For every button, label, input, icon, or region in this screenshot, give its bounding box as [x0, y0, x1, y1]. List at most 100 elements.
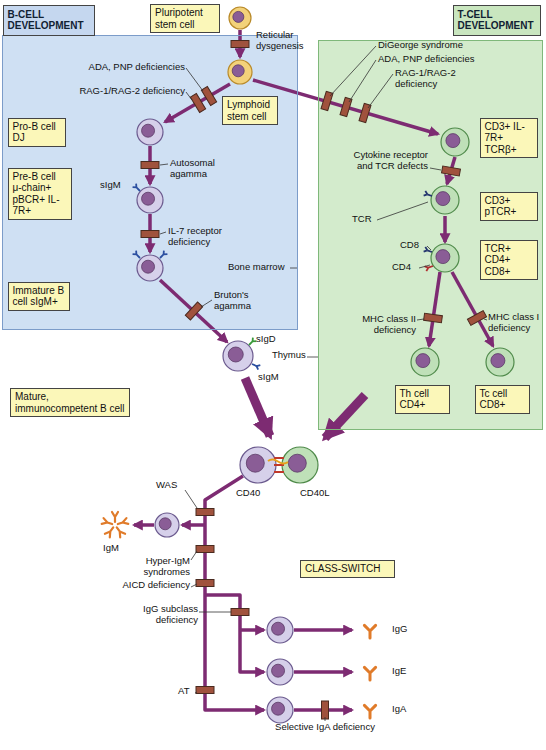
block-bar: [231, 41, 249, 48]
annotation-label: DiGeorge syndrome: [378, 40, 478, 51]
pathway-arrow: [205, 595, 264, 672]
block-bar: [190, 93, 205, 112]
box-text: Mature, immunocompetent B cell: [15, 391, 125, 414]
cell-body: [228, 60, 252, 84]
cell: [155, 513, 179, 537]
annotation-label: Thymus: [272, 350, 306, 361]
cell-nucleus: [272, 664, 285, 677]
annotation-label: Reticular dysgenesis: [256, 30, 318, 52]
stage-label-box: CD3+ IL-7R+ TCRβ+: [480, 118, 538, 159]
cell-nucleus: [491, 354, 505, 368]
development-panel: T-CELL DEVELOPMENTCD3+ IL-7R+ TCRβ+CD3+ …: [318, 40, 543, 430]
annotation-label: IgG subclass deficiency: [136, 604, 198, 626]
annotation-label: AICD deficiency: [100, 580, 190, 591]
block-bar: [196, 580, 214, 587]
block-bar: [196, 687, 214, 694]
convergence-arrow: [245, 378, 270, 436]
annotation-label: sIgM: [100, 180, 128, 191]
annotation-label: IL-7 receptor deficiency: [168, 226, 248, 248]
leader-line: [349, 60, 376, 102]
antibody: [364, 705, 375, 718]
leader-line: [427, 246, 431, 250]
cell-nucleus: [142, 260, 155, 273]
receptor: [133, 251, 142, 260]
box-text: Pluripotent stem cell: [155, 7, 215, 30]
pathway-arrow: [240, 628, 264, 632]
leader-line: [191, 584, 197, 587]
annotation-label: Bone marrow: [228, 262, 288, 273]
stage-label-box: Pluripotent stem cell: [150, 4, 220, 33]
box-text: Lymphoid stem cell: [227, 99, 273, 122]
cell-body: [137, 255, 163, 281]
block-bar: [141, 162, 159, 169]
cell: [137, 255, 163, 281]
block-bar: [467, 311, 486, 326]
box-text: CD3+ IL-7R+ TCRβ+: [485, 121, 533, 156]
annotation-label: Selective IgA deficiency: [262, 722, 388, 733]
block-bar: [201, 86, 216, 105]
cell-body: [223, 341, 253, 371]
cell: [441, 128, 469, 156]
cell-body: [267, 697, 293, 723]
annotation-label: Bruton's agamma: [214, 290, 286, 312]
box-text: CD3+ pTCR+: [485, 195, 533, 218]
box-text: Immature B cell sIgM+: [13, 285, 65, 308]
box-text: CLASS-SWITCH: [305, 563, 390, 575]
antibody: [364, 625, 375, 638]
annotation-label: sIgM: [258, 372, 288, 383]
cell-body: [411, 348, 439, 376]
cell: [228, 60, 252, 84]
block-bar: [424, 313, 443, 322]
development-panel: B-CELL DEVELOPMENTPro-B cell DJPre-B cel…: [2, 35, 298, 330]
pathway-arrow: [134, 523, 154, 527]
cell: [486, 348, 514, 376]
cd40l-contact: [268, 459, 288, 463]
annotation-label: CD8: [400, 240, 426, 251]
cell-nucleus: [232, 65, 244, 77]
stage-label-box: Immature B cell sIgM+: [8, 282, 70, 311]
cell: [411, 348, 439, 376]
stage-label-box: Lymphoid stem cell: [222, 96, 278, 125]
cell-body: [137, 119, 163, 145]
receptor: [425, 264, 434, 271]
annotation-label: RAG-1/RAG-2 deficiency: [395, 68, 485, 90]
cell-body: [267, 659, 293, 685]
cell-nucleus: [416, 354, 430, 368]
box-text: Pro-B cell DJ: [13, 121, 61, 144]
annotation-label: CD40: [236, 488, 268, 499]
cell-nucleus: [272, 702, 285, 715]
leader-line: [419, 265, 430, 268]
annotation-label: CD4: [392, 262, 418, 273]
cell-nucleus: [233, 11, 244, 22]
stage-label-box: TCR+ CD4+ CD8+: [480, 240, 538, 281]
cell-nucleus: [228, 347, 243, 362]
cell-nucleus: [142, 192, 155, 205]
panel-heading: T-CELL DEVELOPMENT: [453, 5, 541, 36]
leader-line: [290, 268, 298, 269]
cell: [267, 659, 293, 685]
cell-body: [240, 447, 276, 483]
cell: [137, 187, 163, 213]
annotation-label: CD40L: [300, 488, 338, 499]
stage-label-box: CD3+ pTCR+: [480, 192, 538, 221]
stage-label-box: Pro-B cell DJ: [8, 118, 66, 147]
cell-nucleus: [246, 454, 264, 472]
cell-nucleus: [272, 622, 285, 635]
annotation-label: WAS: [156, 480, 184, 491]
block-bar: [442, 166, 461, 176]
pathway-arrow: [294, 670, 352, 674]
cell-body: [229, 7, 251, 29]
leader-line: [484, 319, 487, 320]
leader-line: [191, 551, 197, 560]
box-text: Pre-B cell μ-chain+ pBCR+ IL-7R+: [13, 171, 67, 217]
pathway-arrow: [182, 523, 205, 527]
annotation-label: Autosomal agamma: [170, 158, 230, 180]
stage-label-box: CLASS-SWITCH: [300, 560, 395, 578]
cell-body: [431, 244, 459, 272]
receptor: [424, 247, 433, 254]
igm-pentamer: [105, 526, 116, 538]
annotation-label: ADA, PNP deficiencies: [378, 54, 488, 65]
block-bar: [322, 701, 329, 719]
receptor: [133, 184, 142, 193]
cell-nucleus: [288, 454, 306, 472]
